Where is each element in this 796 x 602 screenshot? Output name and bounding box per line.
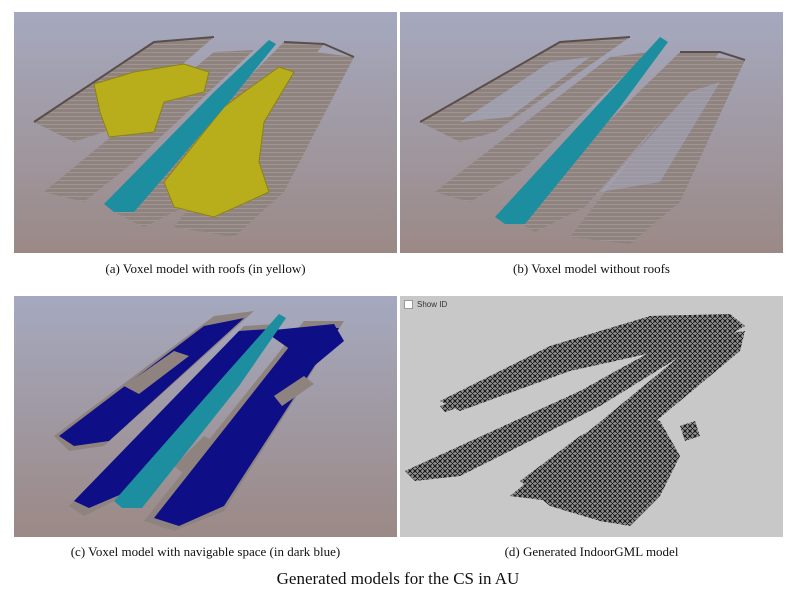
show-id-toggle[interactable]: Show ID (404, 300, 447, 309)
show-id-checkbox[interactable] (404, 300, 413, 309)
voxel-without-roofs-render (400, 12, 783, 253)
panel-voxel-with-roofs (14, 12, 397, 253)
figure-title: Generated models for the CS in AU (276, 569, 520, 588)
caption-b: (b) Voxel model without roofs (513, 261, 670, 276)
panel-voxel-without-roofs (400, 12, 783, 253)
panel-indoorgml-model: Show ID (400, 296, 783, 537)
show-id-label: Show ID (417, 300, 448, 309)
caption-a: (a) Voxel model with roofs (in yellow) (105, 261, 306, 276)
caption-d: (d) Generated IndoorGML model (504, 544, 679, 559)
caption-c: (c) Voxel model with navigable space (in… (70, 544, 341, 559)
voxel-with-roofs-render (14, 12, 397, 253)
voxel-navigable-render (14, 296, 397, 537)
indoorgml-mesh-render (400, 296, 783, 537)
panel-voxel-navigable-space (14, 296, 397, 537)
